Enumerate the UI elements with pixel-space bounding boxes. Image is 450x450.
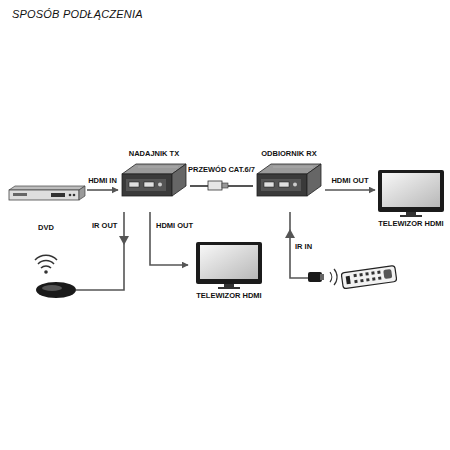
transmitter-box-art-part (122, 174, 172, 196)
ir-out-wire (76, 212, 129, 290)
hdmi-tv: TELEWIZOR HDMI (375, 168, 447, 230)
receiver-box-art-part (257, 174, 307, 196)
connector (150, 212, 188, 265)
dvd-player-art-part (79, 186, 85, 200)
hdmi-tv-art-part (400, 215, 422, 217)
transmitter-box-art-part (126, 179, 166, 191)
ir-emitter-part (44, 270, 48, 274)
device-label: TELEWIZOR HDMI (375, 220, 447, 229)
ir-emitter-part (42, 285, 62, 291)
transmitter-box-art-part (158, 183, 162, 187)
remote-control-part (341, 265, 397, 288)
hdmi-tv-art-part (378, 170, 444, 212)
remote-control-part (359, 273, 362, 276)
remote-control-part (372, 277, 375, 280)
cat-cable-plug-part (208, 181, 222, 190)
device-label: DVD (5, 224, 87, 233)
diagram-title: SPOSÓB PODŁĄCZENIA (12, 8, 143, 21)
connector (325, 189, 375, 191)
ir-emitter-part (35, 255, 57, 260)
hdmi-tv-art (188, 240, 270, 290)
ir-receiver-part (330, 272, 332, 282)
dvd-player-art-part (73, 194, 76, 197)
ir-receiver-part (334, 269, 337, 285)
hdmi-tv: TELEWIZOR HDMI (188, 240, 270, 302)
cat-cable-plug (208, 181, 228, 190)
receiver-box-art-part (293, 183, 297, 187)
receiver-box-art-part (273, 167, 313, 168)
receiver-box-art-part (279, 182, 289, 187)
signal-name: IR IN (295, 243, 312, 252)
ir-emitter-part (36, 282, 76, 298)
remote-control-part (371, 271, 374, 274)
dvd-player-art-part (9, 186, 85, 190)
hdmi-tv-art (375, 168, 447, 218)
remote-control-part (353, 274, 356, 277)
transmitter-box-art-part (129, 182, 139, 187)
ir-emitter (35, 255, 76, 298)
hdmi-tv-art-part (224, 284, 234, 287)
connector (87, 189, 118, 191)
ir-out-wire-part (119, 236, 129, 245)
connector-label: HDMI IN (87, 177, 118, 186)
dvd-player-art-part (69, 194, 72, 197)
transmitter-box: NADAJNIK TX (118, 150, 190, 212)
remote-control-part (383, 269, 392, 279)
receiver-box-art-part (264, 182, 274, 187)
hdmi-tv-art-part (218, 287, 240, 289)
hdmi-tv-art-part (406, 212, 416, 215)
dvd-player-art-part (13, 193, 27, 196)
transmitter-box-art-part (144, 182, 154, 187)
remote-control-part (378, 276, 381, 279)
receiver-box-art-part (261, 179, 301, 191)
ir-receiver-part (308, 272, 322, 282)
remote-control (341, 265, 397, 288)
remote-control-part (346, 276, 351, 284)
ir-out-wire-part (76, 212, 124, 290)
receiver-box-art-part (307, 164, 321, 196)
remote-control-part (366, 278, 369, 281)
dvd-player-art-part (9, 190, 79, 200)
dvd-player: DVD (5, 180, 87, 235)
remote-control-part (354, 280, 357, 283)
receiver-box: ODBIORNIK RX (253, 150, 325, 212)
device-label: NADAJNIK TX (118, 150, 190, 159)
ir-receiver (308, 269, 337, 285)
hdmi-tv-art-part (382, 173, 440, 207)
cat-cable-plug-part (222, 183, 228, 188)
ir-emitter-part (41, 266, 51, 268)
signal-name: IR OUT (92, 222, 117, 231)
device-label: ODBIORNIK RX (253, 150, 325, 159)
dvd-player-art (5, 184, 87, 202)
ir-emitter-part (38, 261, 54, 264)
connector-label: PRZEWÓD CAT.6/7 (187, 166, 256, 175)
device-label: TELEWIZOR HDMI (188, 292, 270, 301)
ir-in-wire-part (285, 229, 295, 238)
remote-control-part (360, 279, 363, 282)
hdmi-tv-art-part (200, 245, 258, 279)
transmitter-box-art-part (172, 164, 186, 196)
connector-label: HDMI OUT (155, 222, 194, 231)
dvd-player-art-part (51, 193, 65, 197)
ir-receiver-part (320, 274, 324, 280)
remote-control-part (377, 271, 380, 274)
remote-control-part (365, 272, 368, 275)
transmitter-box-art-part (138, 167, 178, 168)
connector-label: HDMI OUT (330, 177, 369, 186)
hdmi-tv-art-part (196, 242, 262, 284)
